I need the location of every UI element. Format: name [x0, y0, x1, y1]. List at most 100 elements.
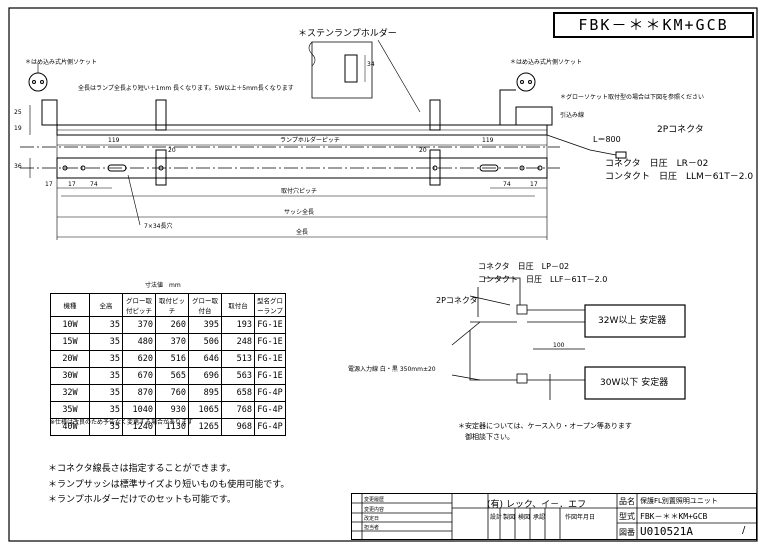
company-name: (有) レック、イ－．エフ [487, 500, 587, 510]
model-value: FBK－＊＊KM+GCB [640, 512, 708, 521]
spec-header-cell: グロー取付台 [188, 293, 222, 317]
dim-36: 36 [14, 163, 22, 170]
spec-cell: 40W [50, 418, 90, 436]
spec-cell: 35 [89, 401, 123, 419]
dim-74-right: 74 [503, 181, 511, 188]
spec-cell: 35 [89, 384, 123, 402]
spec-header-cell: 取付台 [221, 293, 255, 317]
tb-side-3: 改定日 [364, 516, 380, 522]
spec-cell: 670 [122, 367, 156, 385]
spec-cell: 506 [188, 333, 222, 351]
ballast-lower [584, 366, 686, 400]
drawing-number: U010521A [640, 525, 693, 538]
spec-cell: 395 [188, 316, 222, 334]
dim-34: 34 [367, 61, 375, 68]
overall-length-label: 全長 [296, 229, 309, 236]
spec-cell: FG-1E [254, 367, 286, 385]
lamp-note: 全長はランプ全長より短い＋1mm 長くなります。5W以上＋5mm長くなります [78, 85, 294, 92]
socket-left-circle [28, 72, 48, 92]
spec-header-cell: グロー取付ピッチ [122, 293, 156, 317]
l-length-label: L＝800 [593, 135, 621, 144]
spec-cell: 480 [122, 333, 156, 351]
dim-20-right: 20 [419, 147, 427, 154]
spec-cell: 20W [50, 350, 90, 368]
spec-cell: 35 [89, 367, 123, 385]
spec-footnote: ※仕様は改良のため予告なく変更する場合があります [50, 419, 194, 426]
tb-side-1: 変更履歴 [364, 497, 385, 503]
tb-row-5: 作図年月日 [565, 514, 596, 521]
spec-cell: 513 [221, 350, 255, 368]
connector-spec: コネクタ 日圧 LR－02 [605, 159, 709, 169]
spec-unit-label: 寸法値 mm [145, 282, 181, 289]
dim-17-right: 17 [530, 181, 538, 188]
ballast-lower-label: 30W以下 安定器 [600, 378, 669, 388]
b-connector-spec: コネクタ 日圧 LP－02 [478, 262, 570, 271]
lead-length-label: 電源入力線 白・黒 350mm±20 [348, 366, 436, 373]
note-2: ＊ランプサッシは標準サイズより短いものも使用可能です。 [48, 480, 290, 490]
dim-74: 74 [90, 181, 98, 188]
slot-label: 7×34長穴 [144, 223, 173, 230]
spec-cell: 646 [188, 350, 222, 368]
spec-cell: 30W [50, 367, 90, 385]
name-label: 品名 [619, 497, 635, 506]
spec-cell: 1040 [122, 401, 156, 419]
spec-table-header: 機種全高グロー取付ピッチ取付ピッチグロー取付台取付台型名グローランプ [50, 293, 286, 317]
pull-in-label: 引込み線 [560, 112, 585, 119]
spec-cell: 620 [122, 350, 156, 368]
socket-left-label: ＊はめ込み式片側ソケット [25, 59, 98, 66]
ballast-upper [584, 304, 686, 338]
spec-cell: FG-1E [254, 350, 286, 368]
spec-cell: 193 [221, 316, 255, 334]
tb-row-3: 検図 [518, 514, 531, 521]
spec-cell: FG-1E [254, 333, 286, 351]
title-block [351, 493, 757, 540]
tb-side-2: 変更内容 [364, 507, 385, 513]
spec-cell: 35 [89, 333, 123, 351]
holder-top-label: ＊ステンランプホルダー [298, 29, 397, 39]
spec-cell: 516 [155, 350, 189, 368]
spec-header-cell: 機種 [50, 293, 90, 317]
two-p-connector-label: 2Pコネクタ [657, 125, 704, 135]
sheet-border [8, 7, 758, 542]
name-value: 保護FL別置照明ユニット [640, 497, 718, 505]
spec-cell: 1065 [188, 401, 222, 419]
tb-row-1: 設計 [490, 514, 503, 521]
glow-socket-box [515, 106, 553, 126]
spec-cell: 968 [221, 418, 255, 436]
ballast-note-2: 御相談下さい。 [458, 433, 514, 441]
spec-cell: 565 [155, 367, 189, 385]
dim-17b: 17 [45, 181, 53, 188]
tb-row-4: 承認 [533, 514, 546, 521]
sash-length-label: サッシ全長 [284, 209, 315, 216]
spec-header-cell: 型名グローランプ [254, 293, 286, 317]
b-2p-label: 2Pコネクタ [436, 296, 478, 305]
spec-cell: 10W [50, 316, 90, 334]
dim-25: 25 [14, 109, 22, 116]
ballast-note-1: ＊安定器については、ケース入り・オープン等あります [458, 422, 632, 430]
spec-cell: 35W [50, 401, 90, 419]
spec-cell: 35 [89, 316, 123, 334]
holder-pitch-label: ランプホルダーピッチ [280, 137, 340, 144]
ballast-upper-label: 32W以上 安定器 [598, 316, 667, 326]
drawing-title: FBK－＊＊KM+GCB [553, 12, 754, 38]
spec-cell: 370 [155, 333, 189, 351]
spec-cell: 248 [221, 333, 255, 351]
connector-note: ＊グローソケット取付型の場合は下図を参照ください [560, 94, 705, 101]
spec-cell: FG-4P [254, 418, 286, 436]
spec-cell: 930 [155, 401, 189, 419]
socket-right-label: ＊はめ込み式片側ソケット [510, 59, 583, 66]
note-3: ＊ランプホルダーだけでのセットも可能です。 [48, 495, 236, 505]
dim-17a: 17 [68, 181, 76, 188]
dim-19: 19 [14, 125, 22, 132]
contact-spec: コンタクト 日圧 LLM－61T－2.0 [605, 172, 754, 182]
spec-cell: 32W [50, 384, 90, 402]
